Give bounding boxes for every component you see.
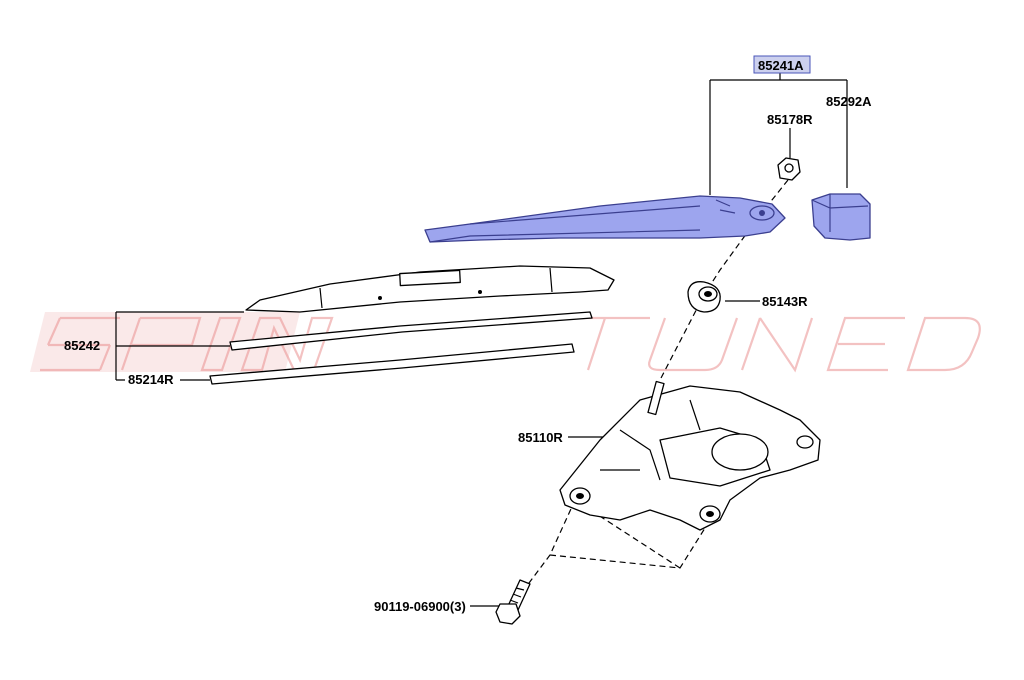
label-blade[interactable]: 85242: [64, 338, 100, 353]
label-wiper-arm-assembly[interactable]: 85241A: [758, 58, 804, 73]
blade-insert-lower[interactable]: [209, 343, 575, 385]
label-bolt[interactable]: 90119-06900(3): [374, 599, 466, 614]
arm-nut[interactable]: [777, 157, 801, 181]
leader-lines: [115, 70, 848, 607]
label-wiper-motor[interactable]: 85110R: [518, 430, 563, 445]
selected-part-highlight: [753, 55, 811, 74]
label-pivot-cap[interactable]: 85292A: [826, 94, 872, 109]
label-grommet[interactable]: 85143R: [762, 294, 808, 309]
wiper-motor[interactable]: [559, 380, 821, 531]
bolt[interactable]: [495, 579, 531, 625]
blade-insert-upper[interactable]: [229, 311, 593, 351]
spin-tuned-watermark-logo: [30, 312, 981, 373]
label-arm-nut[interactable]: 85178R: [767, 112, 813, 127]
label-blade-insert[interactable]: 85214R: [128, 372, 174, 387]
pivot-cap[interactable]: [811, 193, 871, 241]
wiper-arm[interactable]: [424, 195, 786, 243]
grommet[interactable]: [687, 281, 721, 313]
wiper-blade[interactable]: [245, 265, 615, 313]
callout-labels: 85241A 85292A 85178R 85143R 85242 85214R…: [64, 55, 872, 614]
